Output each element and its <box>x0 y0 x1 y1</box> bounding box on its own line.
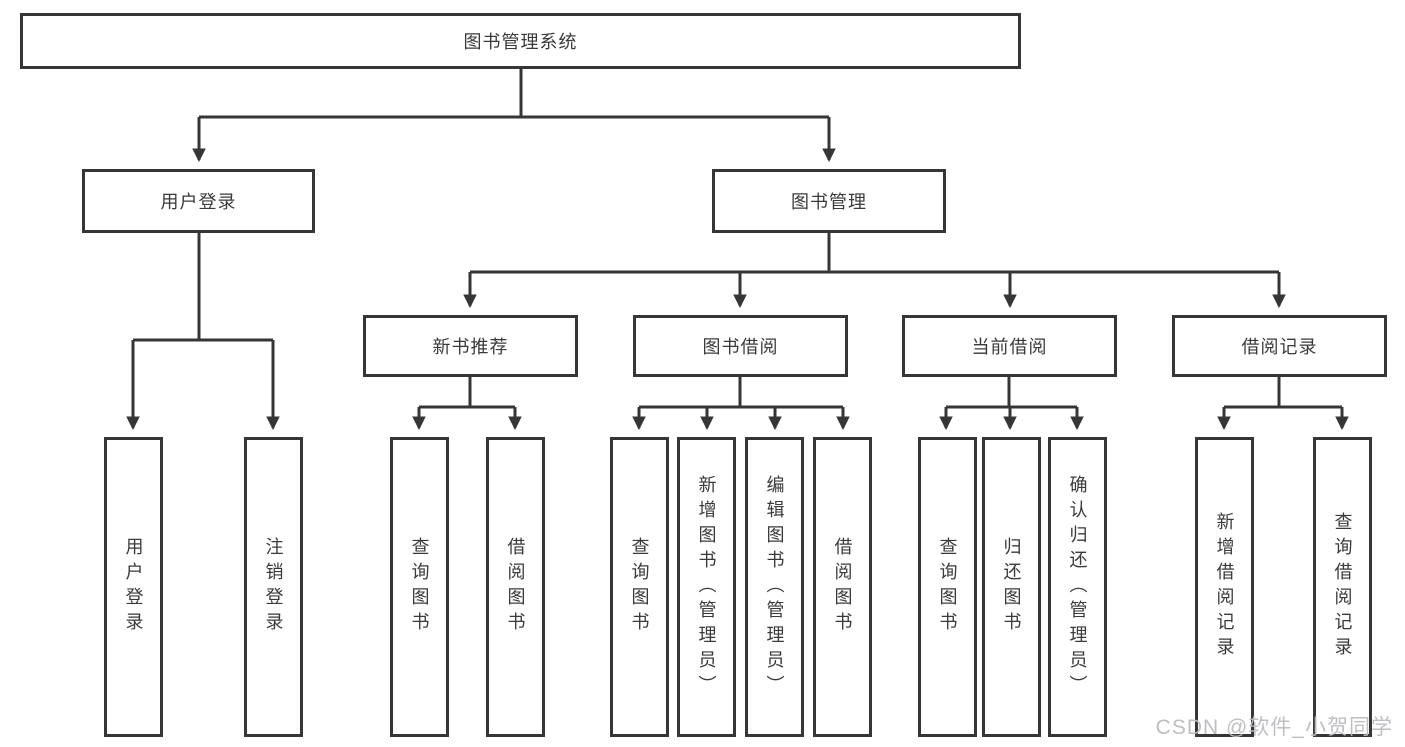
leaf-add-borrow-record: 新增借阅记录 <box>1195 437 1254 737</box>
node-user-login: 用户登录 <box>82 169 315 233</box>
leaf-query-books-recommend: 查询图书 <box>390 437 449 737</box>
node-borrowing-records: 借阅记录 <box>1172 315 1387 377</box>
node-current-borrowing: 当前借阅 <box>902 315 1117 377</box>
leaf-borrow-books: 借阅图书 <box>813 437 872 737</box>
leaf-confirm-return-admin: 确认归还（管理员） <box>1048 437 1107 737</box>
node-new-book-recommendation: 新书推荐 <box>363 315 578 377</box>
leaf-query-borrow-record: 查询借阅记录 <box>1313 437 1372 737</box>
leaf-add-books-admin: 新增图书（管理员） <box>677 437 736 737</box>
leaf-user-login: 用户登录 <box>104 437 163 737</box>
leaf-return-books: 归还图书 <box>982 437 1041 737</box>
leaf-edit-books-admin: 编辑图书（管理员） <box>745 437 804 737</box>
node-book-management: 图书管理 <box>712 169 946 233</box>
node-book-borrowing: 图书借阅 <box>633 315 848 377</box>
node-root-library-system: 图书管理系统 <box>20 13 1021 69</box>
leaf-borrow-books-recommend: 借阅图书 <box>486 437 545 737</box>
leaf-query-books-borrowing: 查询图书 <box>610 437 669 737</box>
leaf-logout: 注销登录 <box>244 437 303 737</box>
leaf-query-books-current: 查询图书 <box>918 437 977 737</box>
csdn-watermark: CSDN @软件_小贺同学 <box>1155 716 1393 739</box>
